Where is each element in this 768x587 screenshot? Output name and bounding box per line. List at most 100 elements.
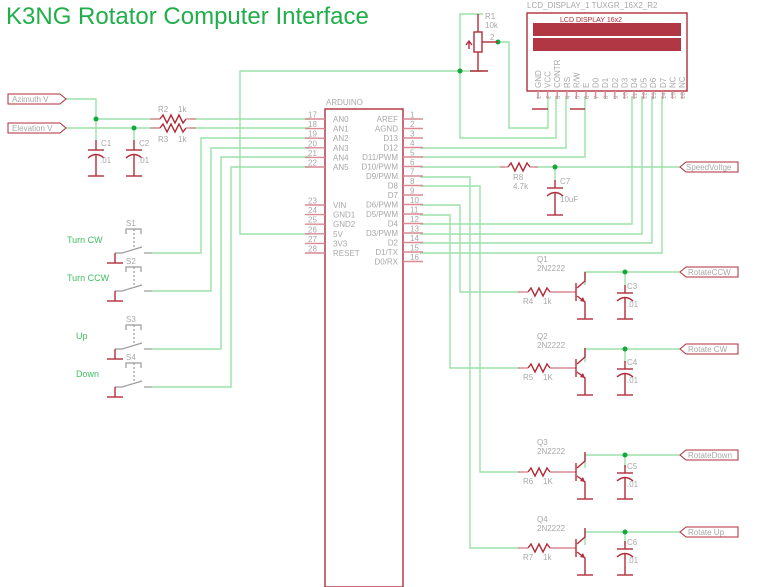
arduino-pin-name: D0/RX xyxy=(374,258,398,267)
c2-value: .01 xyxy=(138,156,150,165)
wire-d12-rs xyxy=(420,96,567,149)
wire-d5 xyxy=(420,96,633,225)
arduino-pin-number: 19 xyxy=(308,130,317,139)
arduino-pin-number: 20 xyxy=(308,139,317,148)
capacitor-ref: C4 xyxy=(627,358,638,367)
output-port-label: Rotate CW xyxy=(688,345,728,354)
wire-lcd-vcc xyxy=(459,71,557,139)
transistor-ref: Q4 xyxy=(537,515,548,524)
arduino-pin-number: 24 xyxy=(308,206,317,215)
r3-ref: R3 xyxy=(158,135,169,144)
arduino-pin-name: RESET xyxy=(333,249,360,258)
transistor-collector xyxy=(576,272,586,289)
c1-ref: C1 xyxy=(101,139,112,148)
arduino-pin-name: AN0 xyxy=(333,115,349,124)
arduino-pin-number: 2 xyxy=(410,120,415,129)
arduino-pin-name: 5V xyxy=(333,230,343,239)
transistor-type: 2N2222 xyxy=(537,264,566,273)
arduino-pin-number: 26 xyxy=(308,225,317,234)
port-azimuth: Azimuth V xyxy=(7,93,67,105)
lcd-pin-name: D3 xyxy=(620,77,629,88)
arduino-pin-name: AN3 xyxy=(333,144,349,153)
r2-value: 1k xyxy=(178,105,187,114)
output-port xyxy=(679,266,739,278)
arduino-pin-name: AN4 xyxy=(333,153,349,162)
emitter-arrow xyxy=(580,553,585,558)
lcd-pin-name: D5 xyxy=(640,77,649,88)
transistor-collector xyxy=(576,452,586,469)
resistor-r4 xyxy=(527,286,551,298)
output-port xyxy=(679,343,739,355)
lcd-pin-number: 16 xyxy=(681,92,687,99)
junction-dot xyxy=(93,116,99,122)
arduino-pin-number: 15 xyxy=(410,244,419,253)
r8-ref: R8 xyxy=(513,173,524,182)
arduino-pin-name: AREF xyxy=(377,115,398,124)
wire-d11-e xyxy=(420,96,586,158)
port-speed-label: SpeedVoltge xyxy=(686,163,732,172)
port-elevation: Elevation V xyxy=(7,122,67,134)
arduino-pin-number: 27 xyxy=(308,235,317,244)
capacitor-c7: C7 10uF xyxy=(546,177,578,216)
lcd-pin-name: NC xyxy=(678,76,687,88)
resistor-r3: R3 1k xyxy=(150,122,196,144)
transistor-ref: Q1 xyxy=(537,255,548,264)
arduino-pin-number: 16 xyxy=(410,253,419,262)
wire-contrast xyxy=(498,41,549,129)
junction-dot xyxy=(131,125,137,131)
resistor-r5 xyxy=(527,362,551,374)
arduino-pin-number: 18 xyxy=(308,120,317,129)
arduino-pin-number: 28 xyxy=(308,245,317,254)
port-azimuth-label: Azimuth V xyxy=(12,95,49,104)
arduino-pin-name: D9/PWM xyxy=(366,172,398,181)
output-port xyxy=(679,449,739,461)
lcd-pin-name: D6 xyxy=(649,77,658,88)
lcd-pin-name: D2 xyxy=(611,77,620,88)
lcd-name: LCD_DISPLAY_1 TUXGR_16X2_R2 xyxy=(527,1,658,10)
arduino-pin-name: AN1 xyxy=(333,125,349,134)
arduino-pin-number: 25 xyxy=(308,216,317,225)
arduino-pin-name: GND2 xyxy=(333,220,356,229)
r8-value: 4.7k xyxy=(513,182,529,191)
lcd-pin-number: 1 xyxy=(537,95,543,99)
junction-dot xyxy=(622,529,628,535)
switch-label: Up xyxy=(76,331,88,341)
capacitor-curved-plate xyxy=(616,476,634,482)
output-port xyxy=(679,526,739,538)
wire-an3 xyxy=(152,147,310,292)
potentiometer-r1: R1 10k 2 xyxy=(465,12,499,72)
lcd-pin-number: 4 xyxy=(566,95,572,99)
emitter-arrow xyxy=(580,477,585,482)
wire-d9 xyxy=(420,176,520,549)
resistor-ref: R7 xyxy=(523,553,534,562)
lcd-pin-name: RS xyxy=(563,77,572,88)
arduino-pin-number: 5 xyxy=(410,149,415,158)
lcd-pin-number: 15 xyxy=(671,92,677,99)
output-port-label: RotateCCW xyxy=(688,268,731,277)
capacitor-ref: C5 xyxy=(627,462,638,471)
capacitor-curved-plate xyxy=(616,552,634,558)
lcd-pin-number: 3 xyxy=(556,95,562,99)
c7-ref: C7 xyxy=(560,177,571,186)
lcd-pin-name: D7 xyxy=(659,77,668,88)
junctions xyxy=(93,39,628,535)
lcd-pin-name: R/W xyxy=(572,72,581,88)
transistor-ref: Q3 xyxy=(537,438,548,447)
output-port-label: Rotate Up xyxy=(688,528,725,537)
capacitor-c1: C1 .01 xyxy=(87,139,112,177)
emitter-arrow xyxy=(580,297,585,302)
emitter-arrow xyxy=(580,373,585,378)
output-port-label: RotateDown xyxy=(688,451,732,460)
transistor-type: 2N2222 xyxy=(537,341,566,350)
lcd-pin-number: 8 xyxy=(604,95,610,99)
lcd-pin-name: E xyxy=(582,83,591,88)
lcd-row-1 xyxy=(533,23,681,36)
lcd-pin-name: CONTR xyxy=(553,59,562,88)
arduino-pin-name: D13 xyxy=(383,134,398,143)
